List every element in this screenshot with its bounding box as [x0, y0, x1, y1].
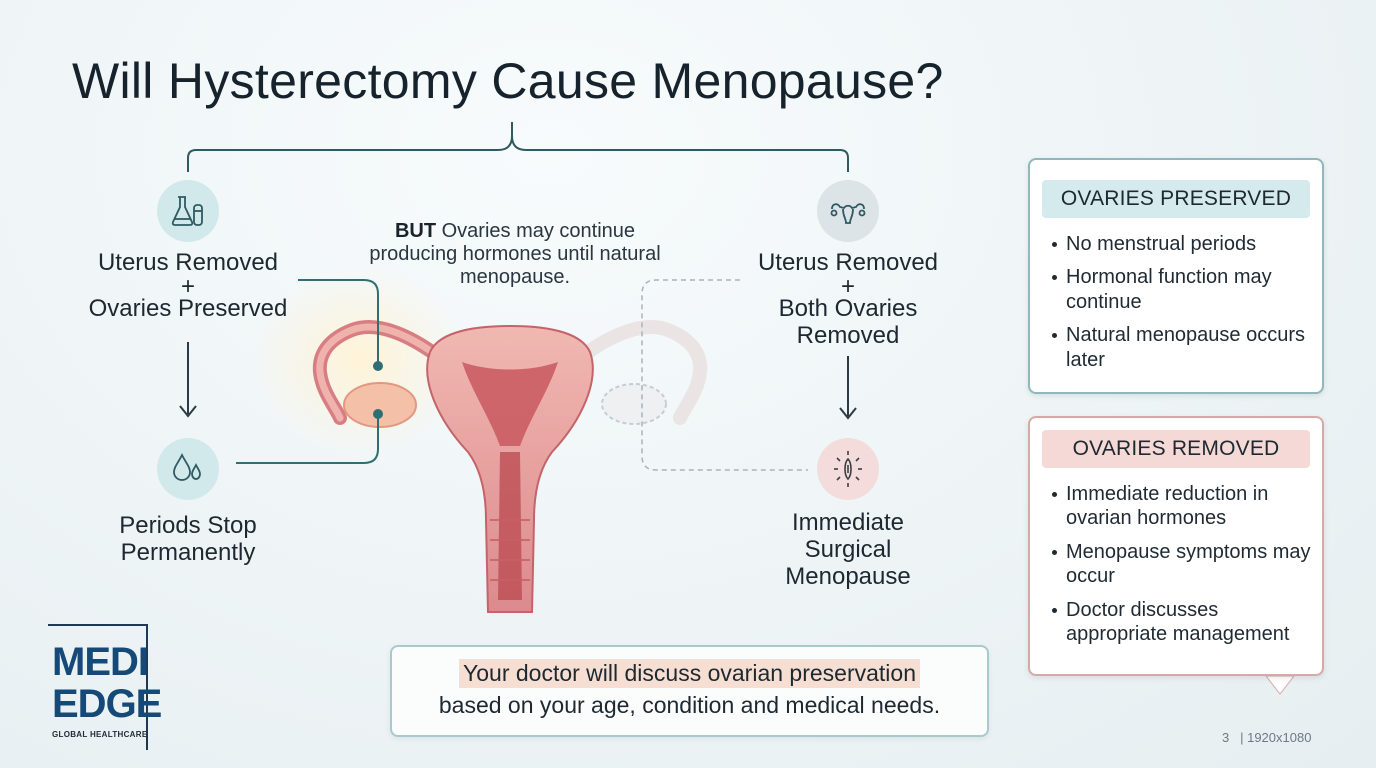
ovaries-preserved-panel: OVARIES PRESERVED No menstrual periods H…	[1028, 158, 1324, 394]
left-label-plus: +	[180, 272, 195, 300]
burst-icon	[817, 438, 879, 500]
page-title: Will Hysterectomy Cause Menopause?	[72, 53, 944, 109]
logo-word1: MEDI	[52, 640, 149, 684]
list-item: Hormonal function may continue	[1050, 265, 1312, 314]
list-item: No menstrual periods	[1050, 232, 1312, 256]
right-label-line1: Uterus Removed	[757, 249, 939, 276]
right-bottom-line2: Surgical	[804, 535, 892, 563]
droplets-icon	[157, 438, 219, 500]
panel-notch	[1264, 675, 1296, 695]
removed-list: Immediate reduction in ovarian hormones …	[1030, 482, 1322, 646]
slide-number: 3	[1222, 730, 1230, 745]
slide-resolution: 1920x1080	[1247, 730, 1312, 745]
callout-line1: Your doctor will discuss ovarian preserv…	[459, 659, 920, 688]
left-branch-top-label: Uterus Removed + Ovaries Preserved	[88, 249, 288, 323]
preserved-list: No menstrual periods Hormonal function m…	[1030, 232, 1322, 372]
ovaries-removed-panel: OVARIES REMOVED Immediate reduction in o…	[1028, 416, 1324, 676]
left-bottom-line1: Periods Stop	[119, 512, 257, 539]
connector-bottom-dot	[373, 409, 383, 419]
right-bottom-line3: Menopause	[785, 562, 911, 590]
list-item: Natural menopause occurs later	[1050, 323, 1312, 372]
list-item: Doctor discusses appropriate management	[1050, 598, 1312, 647]
right-branch-bottom-label: Immediate Surgical Menopause	[785, 509, 911, 591]
callout-line2: based on your age, condition and medical…	[438, 692, 941, 718]
connector-bottom	[236, 416, 379, 464]
right-bottom-line1: Immediate	[791, 509, 905, 536]
slide-meta: 3 | 1920x1080	[1222, 730, 1311, 745]
center-note: BUT Ovaries may continue producing hormo…	[355, 220, 675, 289]
logo-tagline: GLOBAL HEALTHCARE	[52, 730, 148, 739]
logo-word2: EDGE	[52, 682, 162, 726]
panel-heading-removed: OVARIES REMOVED	[1042, 430, 1310, 468]
logo: MEDI EDGE GLOBAL HEALTHCARE	[48, 624, 162, 750]
doctor-callout: Your doctor will discuss ovarian preserv…	[390, 645, 989, 737]
right-label-plus: +	[840, 272, 856, 300]
list-item: Menopause symptoms may occur	[1050, 540, 1312, 589]
connector-top-dot	[373, 361, 383, 371]
list-item: Immediate reduction in ovarian hormones	[1050, 482, 1312, 531]
right-branch-top-label: Uterus Removed + Both Ovaries Removed	[757, 249, 939, 350]
top-bracket	[187, 122, 849, 172]
connector-top	[298, 279, 379, 364]
note-text: Ovaries may continue producing hormones …	[369, 220, 661, 288]
right-down-arrow	[839, 356, 857, 420]
left-label-line1: Uterus Removed	[97, 249, 279, 276]
left-down-arrow	[179, 342, 197, 418]
left-branch-bottom-label: Periods Stop Permanently	[119, 512, 257, 567]
left-bottom-line2: Permanently	[120, 538, 256, 566]
panel-heading-preserved: OVARIES PRESERVED	[1042, 180, 1310, 218]
left-label-line2: Ovaries Preserved	[88, 295, 288, 323]
uterus-icon	[817, 180, 879, 242]
right-label-line2: Both Ovaries	[778, 295, 918, 323]
note-bold: BUT	[394, 220, 437, 242]
right-label-line3: Removed	[796, 321, 900, 349]
flask-icon	[157, 180, 219, 242]
slide-meta-separator: |	[1240, 730, 1244, 745]
uterus-illustration	[312, 320, 708, 613]
